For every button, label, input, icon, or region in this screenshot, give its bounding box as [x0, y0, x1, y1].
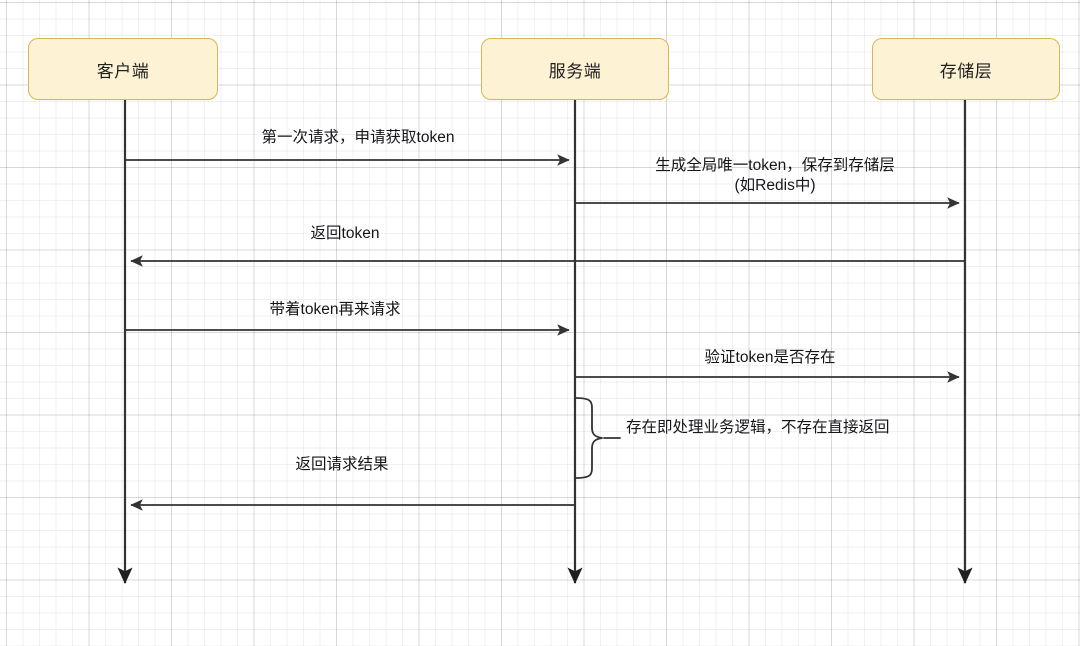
message-label-generate-token: 生成全局唯一token，保存到存储层 (如Redis中): [655, 156, 894, 196]
message-label-verify-token: 验证token是否存在: [704, 349, 836, 366]
participant-label-server: 服务端: [548, 61, 602, 81]
participant-box-storage[interactable]: 存储层: [872, 38, 1060, 100]
participant-label-client: 客户端: [96, 61, 150, 81]
participant-box-server[interactable]: 服务端: [481, 38, 669, 100]
participant-label-storage: 存储层: [939, 61, 993, 81]
note-label-business-logic: 存在即处理业务逻辑，不存在直接返回: [626, 419, 890, 436]
message-label-return-token: 返回token: [310, 225, 380, 242]
participant-box-client[interactable]: 客户端: [28, 38, 218, 100]
message-label-first-request: 第一次请求，申请获取token: [261, 129, 455, 146]
note-brace: [575, 397, 621, 479]
message-label-generate-token-line1: 生成全局唯一token，保存到存储层: [655, 157, 895, 174]
message-arrows: [125, 154, 965, 511]
message-label-return-result: 返回请求结果: [295, 456, 389, 473]
lifelines: [117, 100, 973, 584]
message-label-generate-token-line2: (如Redis中): [734, 177, 816, 194]
message-label-request-with-token: 带着token再来请求: [269, 301, 401, 318]
